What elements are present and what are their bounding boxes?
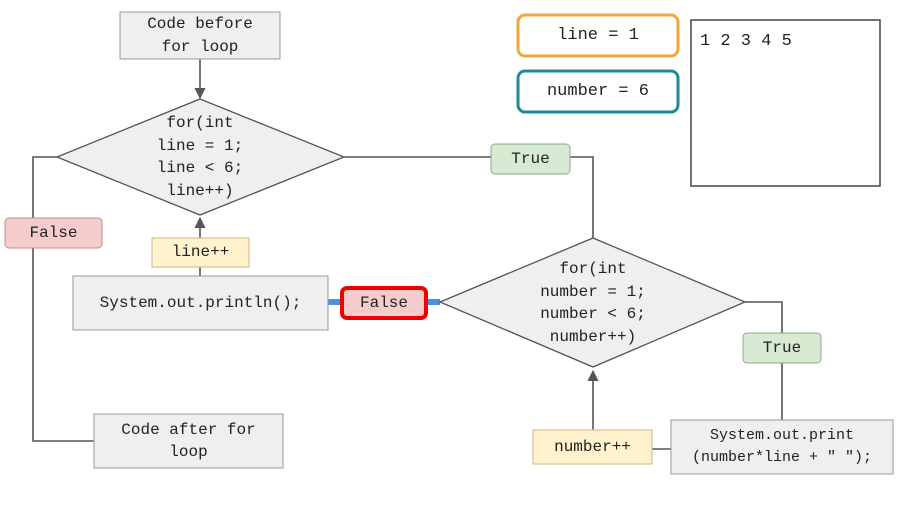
outer-condition-diamond: [55, 98, 346, 216]
code-after-loop-box: [93, 413, 284, 469]
line-increment-box: [151, 237, 250, 268]
line-variable-box: [516, 13, 680, 58]
code-before-loop-box: [119, 11, 281, 60]
outer-true-label: True: [511, 149, 550, 168]
line-increment-text: line++: [171, 243, 230, 262]
println-statement-text: System.out.println();: [99, 293, 302, 312]
inner-false-label-box: [340, 286, 428, 320]
outer-condition-text: for(int line = 1; line < 6; line++): [156, 114, 244, 200]
println-statement-box: [72, 275, 329, 331]
outer-false-label-box: [4, 217, 103, 249]
print-statement-box: [670, 419, 894, 475]
print-statement-text: System.out.print (number*line + " ");: [691, 426, 873, 467]
inner-false-label: False: [359, 293, 408, 312]
inner-condition-diamond: [438, 237, 747, 368]
line-variable-value: line = 1: [557, 26, 639, 45]
edge-outer-false-path: [32, 156, 94, 442]
inner-true-label: True: [762, 338, 802, 357]
code-after-loop-text: Code after for loop: [121, 420, 256, 462]
number-increment-box: [532, 429, 653, 465]
number-variable-box: [516, 69, 680, 114]
code-before-loop-text: Code before for loop: [147, 15, 253, 56]
console-output-box: [690, 19, 881, 187]
outer-true-label-box: [490, 143, 571, 175]
edge-outer-true-path: [344, 156, 594, 238]
inner-true-label-box: [742, 332, 822, 364]
edge-inner-true-path: [745, 301, 783, 420]
number-variable-value: number = 6: [546, 82, 650, 101]
console-output-text: 1 2 3 4 5: [700, 32, 792, 51]
inner-condition-text: for(int number = 1; number < 6; number++…: [540, 260, 646, 346]
number-increment-text: number++: [554, 437, 631, 456]
outer-false-label: False: [29, 223, 78, 242]
